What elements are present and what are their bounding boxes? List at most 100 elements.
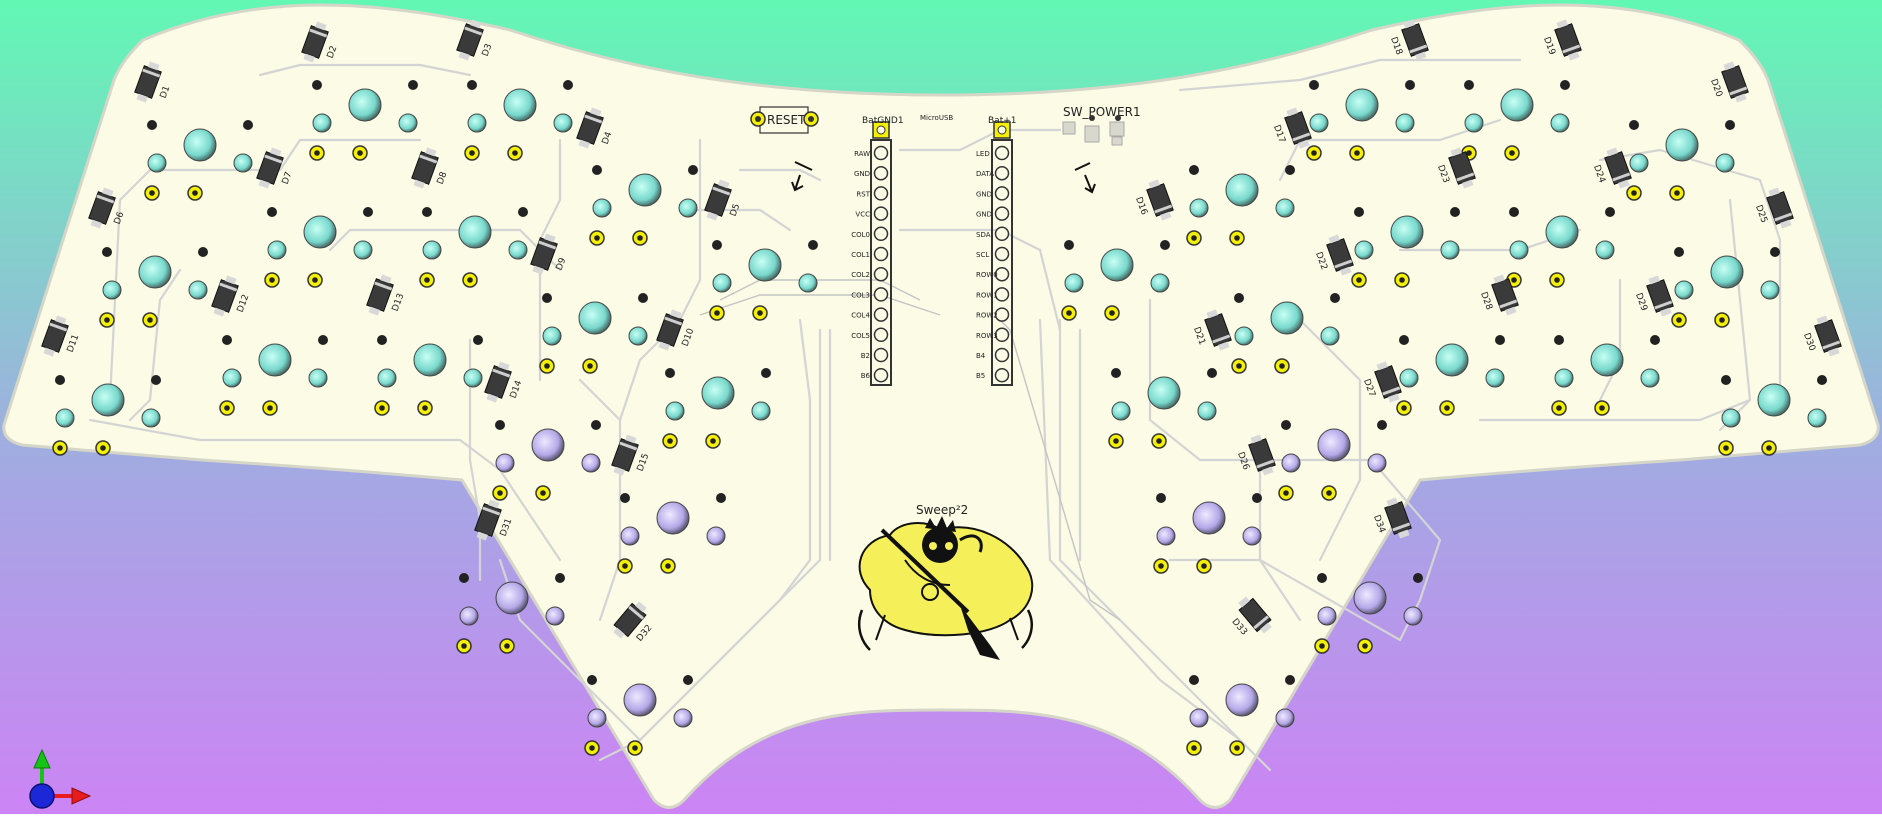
header-pin — [873, 206, 889, 221]
pad-drill — [104, 317, 110, 323]
pad-drill — [1354, 150, 1360, 156]
switch-center-hole — [1710, 255, 1744, 289]
header-pin-label: COL3 — [851, 291, 870, 299]
mounting-hole — [222, 335, 232, 345]
diode-d10: D10 — [656, 309, 696, 351]
header-pin-label: GND — [976, 190, 992, 198]
mounting-hole — [555, 573, 565, 583]
mounting-hole — [318, 335, 328, 345]
mounting-hole — [1721, 375, 1731, 385]
pad-drill — [1234, 235, 1240, 241]
mounting-hole — [592, 165, 602, 175]
diode-label: D3 — [481, 43, 495, 58]
mounting-hole — [467, 80, 477, 90]
pad-drill — [594, 235, 600, 241]
switch-center-hole — [495, 581, 529, 615]
diode-d29: D29 — [1633, 275, 1674, 317]
pad-drill — [424, 277, 430, 283]
mounting-hole — [1450, 207, 1460, 217]
batpos-pad: Bat+1 — [988, 116, 1017, 139]
mounting-hole — [591, 420, 601, 430]
pad-drill — [632, 745, 638, 751]
header-pin-label: SDA — [976, 231, 991, 239]
switch-socket-hole — [1281, 453, 1301, 473]
pad-drill — [1356, 277, 1362, 283]
pad-drill — [1191, 745, 1197, 751]
pad-drill — [1509, 150, 1515, 156]
switch-center-hole — [303, 215, 337, 249]
pad-drill — [637, 235, 643, 241]
diode-d20: D20 — [1708, 61, 1749, 103]
diode-d7: D7 — [256, 147, 294, 189]
pad-drill — [587, 363, 593, 369]
header-pin — [873, 145, 889, 161]
switch-socket-hole — [545, 606, 565, 626]
header-pin — [994, 266, 1010, 282]
switch-center-hole — [628, 173, 662, 207]
pad-drill — [1674, 190, 1680, 196]
diode-d26: D26 — [1235, 434, 1276, 476]
pad-drill — [1556, 405, 1562, 411]
switch-socket-hole — [102, 280, 122, 300]
mounting-hole — [1252, 493, 1262, 503]
switch-socket-hole — [1640, 368, 1660, 388]
diode-d4: D4 — [576, 107, 614, 149]
diode-label: D2 — [326, 45, 340, 60]
mounting-hole — [312, 80, 322, 90]
mounting-hole — [147, 120, 157, 130]
mounting-hole — [1160, 240, 1170, 250]
pad-drill — [1326, 490, 1332, 496]
switch-center-hole — [1225, 683, 1259, 717]
header-pin-label: B5 — [976, 372, 985, 380]
pad-drill — [461, 643, 467, 649]
diode-d1: D1 — [134, 61, 172, 103]
switch-center-hole — [138, 255, 172, 289]
header-pin-label: SCL — [976, 251, 989, 259]
switch-socket-hole — [308, 368, 328, 388]
switch-socket-hole — [1234, 326, 1254, 346]
switch-center-hole — [1545, 215, 1579, 249]
header-pin-label: ROW3 — [976, 332, 998, 340]
header-pin-label: RAW — [854, 150, 870, 158]
pad-drill — [1719, 317, 1725, 323]
header-pin — [994, 206, 1010, 221]
header-pin — [994, 186, 1010, 201]
diode-d3: D3 — [456, 19, 495, 61]
switch-socket-hole — [1111, 401, 1131, 421]
header-pin-label: GND — [854, 170, 870, 178]
mounting-hole — [1464, 80, 1474, 90]
mounting-hole — [1189, 675, 1199, 685]
batgnd-pad: BatGND1 — [862, 116, 904, 139]
switch-center-hole — [748, 248, 782, 282]
pad-drill — [1723, 445, 1729, 451]
switch-center-hole — [458, 215, 492, 249]
orientation-axes — [29, 748, 92, 809]
switch-center-hole — [531, 428, 565, 462]
header-pin-label: GND — [976, 211, 992, 219]
header-pin-label: B2 — [861, 352, 870, 360]
switch-center-hole — [413, 343, 447, 377]
header-pin — [994, 226, 1010, 242]
mounting-hole — [712, 240, 722, 250]
mounting-hole — [1629, 120, 1639, 130]
diode-label: D5 — [729, 203, 743, 218]
reset-label: RESET — [767, 113, 806, 127]
header-pin-label: VCC — [855, 211, 870, 219]
switch-socket-hole — [1554, 368, 1574, 388]
pad-drill — [1631, 190, 1637, 196]
pad-drill — [100, 445, 106, 451]
header-pin — [873, 367, 889, 383]
pad-drill — [1554, 277, 1560, 283]
mounting-hole — [243, 120, 253, 130]
switch-socket-hole — [678, 198, 698, 218]
diode-d19: D19 — [1541, 19, 1582, 61]
pad-drill — [667, 438, 673, 444]
header-pin-label: COL4 — [851, 312, 870, 320]
switch-center-hole — [1270, 301, 1304, 335]
switch-socket-hole — [1595, 240, 1615, 260]
header-pin — [994, 287, 1010, 302]
pad-drill — [357, 150, 363, 156]
